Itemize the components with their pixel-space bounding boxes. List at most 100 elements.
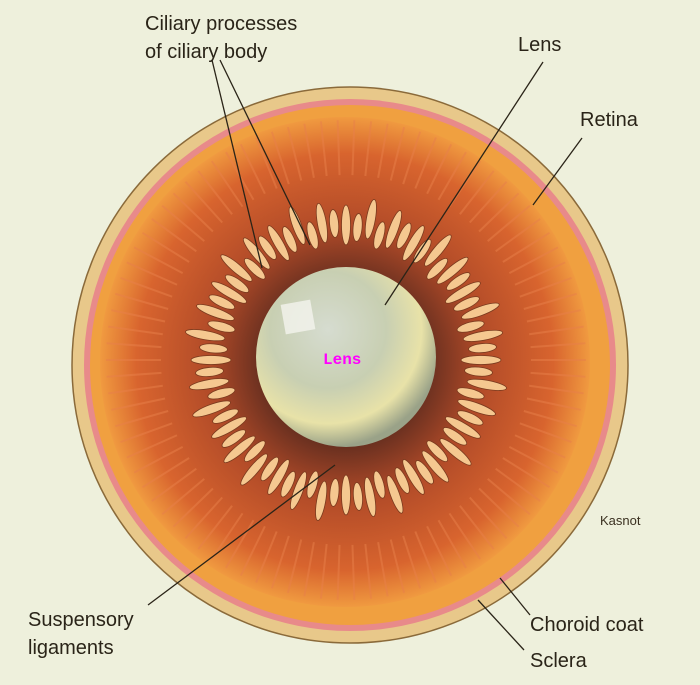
ciliary-fold [478,192,520,233]
ciliary-fold [414,531,437,583]
ciliary-process [189,378,230,391]
ciliary-process [385,210,402,249]
ciliary-process [424,234,452,267]
ciliary-fold [161,478,205,516]
ciliary-fold [426,143,453,195]
ciliary-fold [303,542,315,597]
ciliary-fold [437,519,467,569]
ciliary-fold [184,496,223,540]
ciliary-fold [336,120,341,176]
ciliary-fold [414,137,437,189]
ciliary-process [456,387,485,400]
ciliary-process [220,254,253,282]
ciliary-process [242,237,271,270]
ciliary-process [306,221,319,250]
ciliary-fold [106,342,162,349]
ciliary-fold [514,261,566,286]
ciliary-fold [523,410,577,428]
ciliary-process [243,440,266,463]
ciliary-process [394,467,410,494]
ciliary-leader-1 [211,59,263,269]
ciliary-process [426,440,449,463]
suspensory-label-line2: ligaments [28,637,114,659]
ciliary-fold [389,539,406,594]
ciliary-fold [151,467,197,502]
ciliary-process [185,329,226,342]
ciliary-process [224,274,250,293]
ciliary-fold [319,543,328,599]
lens-annotation: Lens [323,351,362,369]
ciliary-fold [108,325,163,336]
ciliary-fold [526,309,581,323]
ciliary-fold [111,309,166,323]
ciliary-process [207,387,236,400]
lens-leader [384,61,544,306]
ciliary-fold [120,422,173,444]
ciliary-process [396,222,412,250]
ciliary-process [243,257,266,280]
ciliary-process [341,474,351,516]
ciliary-process [464,366,493,377]
ciliary-process [373,470,386,499]
ciliary-process [199,343,228,354]
ciliary-fold [502,231,551,263]
ciliary-fold [502,457,551,489]
ciliary-fold [478,487,520,528]
ciliary-fold [270,131,290,185]
ciliary-fold [514,434,566,459]
ciliary-fold [172,487,214,528]
ciliary-process [462,329,503,342]
ciliary-process [466,378,507,391]
ciliary-fold [319,121,328,177]
ciliary-fold [459,170,495,215]
ciliary-process [364,199,377,240]
ciliary-process [415,460,434,485]
ciliary-fold [351,120,356,176]
ciliary-fold [508,246,559,275]
ciliary-fold [469,180,508,224]
ciliary-label-line1: Ciliary processes [145,13,298,35]
ciliary-process [315,203,328,244]
ciliary-fold [197,170,233,215]
sclera-label: Sclera [530,650,587,672]
ciliary-fold [530,371,586,378]
ciliary-fold [487,204,531,242]
ciliary-fold [210,160,244,208]
ciliary-fold [161,204,205,242]
ciliary-processes [185,199,507,521]
artist-signature: Kasnot [600,513,641,528]
ciliary-process [445,281,481,304]
ciliary-fold [523,292,577,310]
ciliary-fold [459,505,495,550]
ciliary-fold [141,457,190,489]
ciliary-process [258,235,277,260]
ciliary-process [460,355,502,365]
ciliary-process [386,475,404,514]
ciliary-fold [239,525,266,577]
ciliary-fold [172,192,214,233]
ciliary-fold [197,505,233,550]
retina-label: Retina [580,109,638,131]
ciliary-fold [303,123,315,178]
ciliary-fold [526,397,581,411]
ciliary-fold [364,543,373,599]
leader-lines [147,59,583,651]
ciliary-fold [286,126,303,181]
ciliary-process [446,272,471,291]
ciliary-process [453,296,480,312]
ciliary-fold [377,542,389,597]
ciliary-fold [141,231,190,263]
ciliary-fold [255,137,278,189]
ciliary-process [195,366,224,377]
ciliary-label-line2: of ciliary body [145,41,268,63]
ciliary-fold [530,342,586,349]
ciliary-fold [377,123,389,178]
ciliary-leader-2 [219,59,311,246]
ciliary-fold [495,467,541,502]
ciliary-fold [495,218,541,253]
ciliary-process [445,416,481,439]
ciliary-fold [469,496,508,540]
ciliary-fold [108,384,163,395]
ciliary-process [413,238,432,264]
